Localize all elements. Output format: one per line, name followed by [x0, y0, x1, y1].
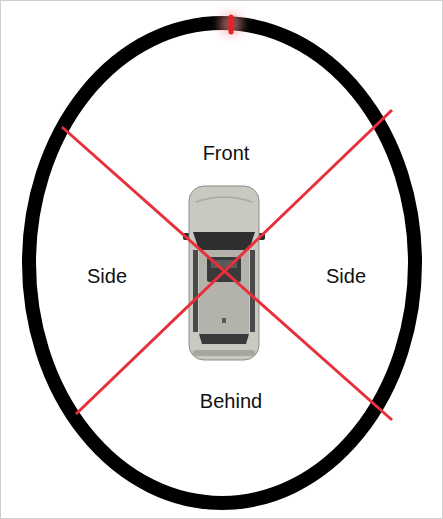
heading-tick: [229, 17, 234, 32]
zone-divider: [62, 127, 392, 420]
zone-ring: [29, 23, 415, 503]
zone-label: Behind: [200, 389, 262, 413]
zone-label: Side: [87, 264, 127, 288]
zone-divider: [76, 110, 392, 414]
zone-label: Side: [326, 264, 366, 288]
tick-glow: [219, 12, 243, 36]
zone-label: Front: [203, 141, 250, 165]
